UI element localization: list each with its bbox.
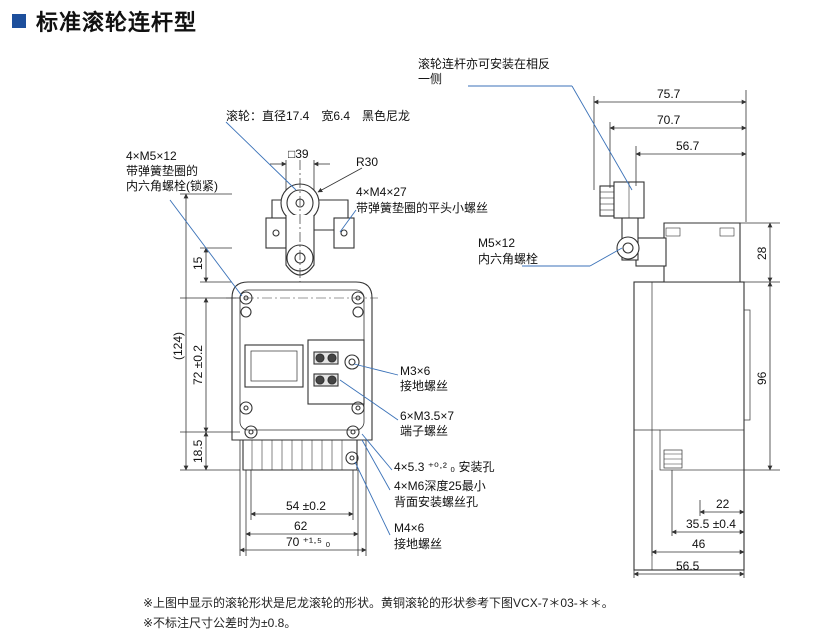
roller-label: 滚轮：直径17.4 宽6.4 黑色尼龙 bbox=[226, 108, 410, 123]
dim-22: 22 bbox=[716, 497, 730, 511]
ground-screw-label-2: 接地螺丝 bbox=[400, 378, 448, 393]
side-bolt-label-1: M5×12 bbox=[478, 236, 515, 250]
bolt-label-2: 带弹簧垫圈的 bbox=[126, 163, 198, 178]
title-square-icon bbox=[12, 14, 26, 28]
screw-label-2: 带弹簧垫圈的平头小螺丝 bbox=[356, 200, 488, 215]
note-line-2: ※不标注尺寸公差时为±0.8。 bbox=[143, 616, 297, 630]
ground-screw-label-1: M3×6 bbox=[400, 364, 431, 378]
dim-15: 15 bbox=[191, 256, 205, 270]
terminal-block bbox=[307, 339, 365, 405]
radius-dim: R30 bbox=[356, 155, 378, 169]
front-leaders bbox=[169, 121, 399, 536]
side-labels: 滚轮连杆亦可安装在相反 一侧 M5×12 内六角螺栓 75.7 70.7 56.… bbox=[418, 56, 769, 573]
title-bar: 标准滚轮连杆型 bbox=[12, 4, 197, 38]
dim-70: 70 ⁺¹·⁵ ₀ bbox=[286, 535, 330, 549]
dim-46: 46 bbox=[692, 537, 706, 551]
front-labels: 滚轮：直径17.4 宽6.4 黑色尼龙 4×M5×12 带弹簧垫圈的 内六角螺栓… bbox=[126, 108, 494, 551]
side-leaders bbox=[468, 85, 633, 267]
dim-124: (124) bbox=[171, 332, 185, 360]
dim-56-7: 56.7 bbox=[676, 139, 700, 153]
square-dim: □39 bbox=[288, 147, 309, 161]
terminal-label-2: 端子螺丝 bbox=[400, 424, 448, 438]
dim-96: 96 bbox=[755, 371, 769, 385]
dim-62: 62 bbox=[294, 519, 308, 533]
dim-70-7: 70.7 bbox=[657, 113, 681, 127]
dim-72: 72 ±0.2 bbox=[191, 345, 205, 385]
back-hole-label-2: 背面安装螺丝孔 bbox=[394, 494, 478, 509]
lever-note-1: 滚轮连杆亦可安装在相反 bbox=[418, 56, 550, 71]
dim-56-5: 56.5 bbox=[676, 559, 700, 573]
ground-screw2-label-1: M4×6 bbox=[394, 521, 425, 535]
dim-54: 54 ±0.2 bbox=[286, 499, 326, 513]
side-lever bbox=[599, 181, 645, 261]
dim-28: 28 bbox=[755, 246, 769, 260]
bolt-label-3: 内六角螺栓(锁紧) bbox=[126, 178, 218, 193]
lever-head bbox=[265, 160, 355, 470]
side-bolt-label-2: 内六角螺栓 bbox=[478, 251, 538, 266]
lever-note-2: 一侧 bbox=[418, 72, 442, 86]
mount-hole-label: 4×5.3 ⁺⁰·² ₀ 安装孔 bbox=[394, 459, 494, 474]
side-dimensions bbox=[593, 90, 780, 578]
dim-75-7: 75.7 bbox=[657, 87, 681, 101]
page-title: 标准滚轮连杆型 bbox=[36, 10, 198, 35]
back-hole-label-1: 4×M6深度25最小 bbox=[394, 478, 486, 493]
front-view bbox=[226, 160, 378, 471]
note-line-1: ※上图中显示的滚轮形状是尼龙滚轮的形状。黄铜滚轮的形状参考下图VCX-7＊03-… bbox=[143, 596, 614, 610]
bolt-label-1: 4×M5×12 bbox=[126, 149, 177, 163]
terminal-label-1: 6×M3.5×7 bbox=[400, 409, 454, 423]
ground-screw2-label-2: 接地螺丝 bbox=[394, 536, 442, 551]
screw-label-1: 4×M4×27 bbox=[356, 185, 407, 199]
front-dimensions bbox=[180, 160, 367, 556]
dim-35-5: 35.5 ±0.4 bbox=[686, 517, 736, 531]
dim-18-5: 18.5 bbox=[191, 439, 205, 463]
